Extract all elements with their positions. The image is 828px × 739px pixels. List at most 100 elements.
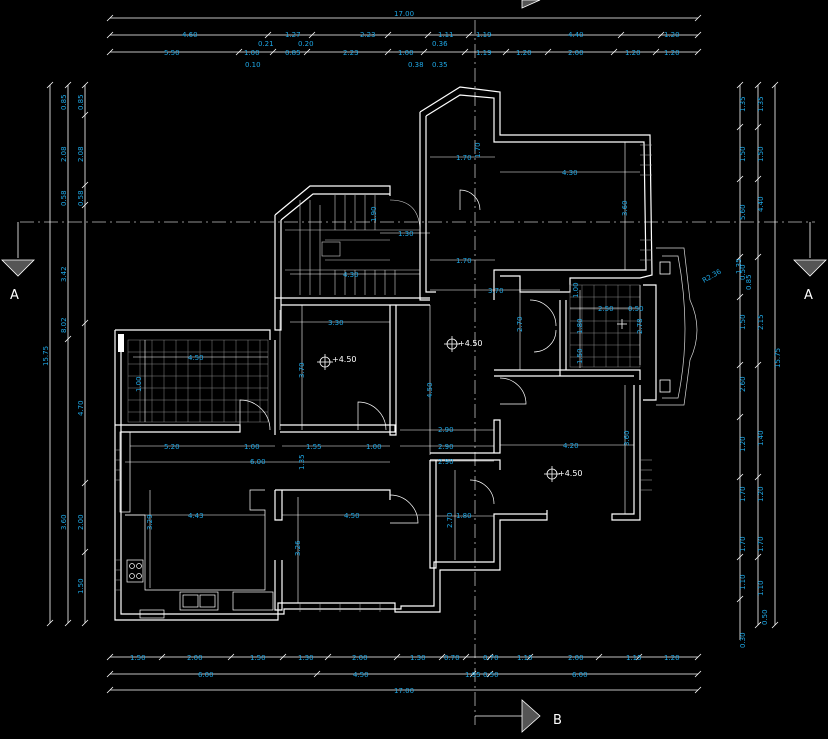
right-dimensions: 1.35 1.50 5.60 0.50 1.50 2.60 1.20 1.70 … <box>736 81 782 648</box>
room-dim: 6.00 <box>250 458 266 466</box>
room-dim: 1.70 <box>456 154 472 162</box>
right-dim: 1.40 <box>757 430 765 446</box>
room-dim: 3.70 <box>298 362 306 378</box>
left-dim: 3.60 <box>60 514 68 530</box>
top-dim: 1.19 <box>476 31 492 39</box>
room-dim: 2.50 <box>598 305 614 313</box>
room-dim: 0.50 <box>628 305 644 313</box>
left-dim: 0.85 <box>60 94 68 110</box>
right-dim: 5.60 <box>739 204 747 220</box>
top-dim: 5.50 <box>164 49 180 57</box>
bottom-dim: 0.50 <box>483 671 499 679</box>
interior-dim-lines <box>125 142 641 603</box>
right-dim: 2.60 <box>739 376 747 392</box>
exterior-walls <box>114 86 657 621</box>
bottom-dim: 1.50 <box>250 654 266 662</box>
top-dim: 4.40 <box>568 31 584 39</box>
room-dim: 2.90 <box>438 458 454 466</box>
room-dim: 4.30 <box>343 271 359 279</box>
room-dim: 5.20 <box>164 443 180 451</box>
room-dim: 4.30 <box>562 169 578 177</box>
left-dim: 0.58 <box>77 190 85 206</box>
terrace-tiles <box>127 339 269 423</box>
left-dim: 2.00 <box>77 514 85 530</box>
room-dim: 4.50 <box>188 354 204 362</box>
room-dim: 1.30 <box>398 230 414 238</box>
left-dimensions: 15.75 0.85 2.08 0.58 3.42 8.02 3.60 0.85… <box>42 81 89 627</box>
room-dim: 3.60 <box>621 200 629 216</box>
bottom-dim: 2.00 <box>187 654 203 662</box>
room-dim: 3.70 <box>488 287 504 295</box>
bottom-dim: 1.95 <box>465 671 481 679</box>
bottom-dim: 1.50 <box>130 654 146 662</box>
top-dim-small: 0.21 <box>258 40 274 48</box>
right-dim: 1.70 <box>739 486 747 502</box>
terrace-post <box>118 334 124 352</box>
level-marker: +4.50 <box>544 466 583 482</box>
top-dimensions: 17.00 4.60 1.27 2.23 1.11 1.19 4.40 1.20… <box>106 10 702 69</box>
top-dim: 2.23 <box>343 49 359 57</box>
top-dim: 2.23 <box>360 31 376 39</box>
room-dim: 1.90 <box>370 206 378 222</box>
right-dim: 1.50 <box>739 314 747 330</box>
top-dim: 1.20 <box>625 49 641 57</box>
room-dim-small: R2.36 <box>701 267 723 284</box>
room-dim: 1.35 <box>298 454 306 470</box>
room-dimensions: 1.70 1.70 4.30 3.60 1.30 1.90 4.30 1.70 … <box>135 142 753 556</box>
bottom-dimensions: 1.50 2.00 1.50 1.30 2.00 1.30 0.70 0.70 … <box>106 653 702 695</box>
right-overall-dim: 15.75 <box>774 348 782 368</box>
level-label: +4.50 <box>458 339 483 348</box>
bottom-dim: 0.70 <box>444 654 460 662</box>
room-dim: 2.90 <box>438 426 454 434</box>
east-bay <box>656 247 698 406</box>
room-dim: 1.70 <box>474 142 482 158</box>
right-dim: 1.70 <box>757 536 765 552</box>
left-dim: 3.42 <box>60 266 68 282</box>
left-dim: 4.70 <box>77 400 85 416</box>
room-dim: 4.43 <box>188 512 204 520</box>
right-dim: 1.70 <box>739 536 747 552</box>
bottom-dim: 2.00 <box>352 654 368 662</box>
room-dim: 3.30 <box>328 319 344 327</box>
top-dim-small: 0.10 <box>245 61 261 69</box>
room-dim: 4.50 <box>426 382 434 398</box>
left-dim: 0.85 <box>77 94 85 110</box>
bottom-dim: 6.00 <box>198 671 214 679</box>
top-dim: 1.11 <box>438 31 454 39</box>
right-dim: 1.50 <box>739 146 747 162</box>
top-dim: 1.19 <box>476 49 492 57</box>
top-dim: 1.20 <box>516 49 532 57</box>
top-dim: 1.20 <box>664 31 680 39</box>
bottom-dim: 2.00 <box>568 654 584 662</box>
room-dim: 3.60 <box>623 430 631 446</box>
top-dim-small: 0.20 <box>298 40 314 48</box>
door-swings <box>239 189 557 524</box>
bottom-dim: 1.20 <box>664 654 680 662</box>
right-dim: 1.50 <box>757 146 765 162</box>
top-dim-small: 0.35 <box>432 61 448 69</box>
top-overall-dim: 17.00 <box>394 10 414 18</box>
section-marker-right: A <box>793 222 827 303</box>
right-dim: 0.30 <box>739 632 747 648</box>
room-dim: 1.55 <box>306 443 322 451</box>
room-dim: 2.70 <box>446 512 454 528</box>
room-dim: 2.90 <box>438 443 454 451</box>
room-dim: 1.70 <box>456 257 472 265</box>
room-dim: 1.00 <box>572 282 580 298</box>
top-dim: 1.20 <box>664 49 680 57</box>
left-dim: 1.50 <box>77 578 85 594</box>
top-dim: 4.60 <box>182 31 198 39</box>
bottom-dim: 4.50 <box>353 671 369 679</box>
room-dim: 3.26 <box>294 540 302 556</box>
bottom-dim: 6.00 <box>572 671 588 679</box>
room-dim-small: 1.35 <box>735 258 743 274</box>
top-dim: 0.85 <box>285 49 301 57</box>
room-dim: 1.80 <box>576 318 584 334</box>
room-dim-small: 0.85 <box>745 274 753 290</box>
left-dim: 0.58 <box>60 190 68 206</box>
room-dim: 1.80 <box>456 512 472 520</box>
level-label: +4.50 <box>332 355 357 364</box>
room-dim: 2.70 <box>516 316 524 332</box>
